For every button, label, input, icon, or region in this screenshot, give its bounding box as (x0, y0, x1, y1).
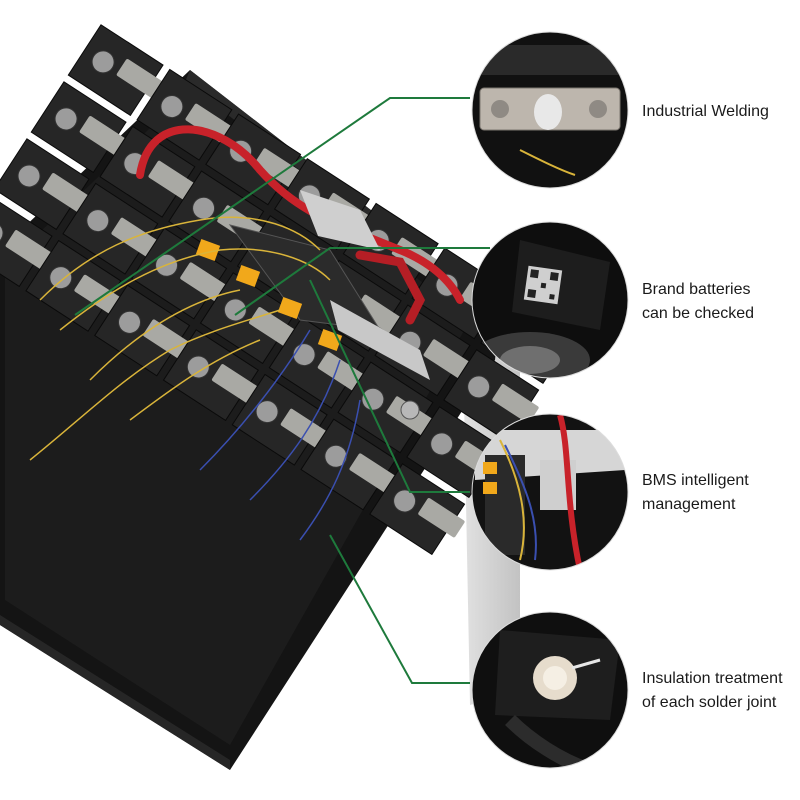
battery-cell (443, 349, 540, 442)
busbar-plate (280, 408, 328, 448)
red-power-cable (355, 250, 426, 325)
battery-cell (131, 227, 228, 320)
busbar-plate (116, 59, 164, 99)
callout-label-brand: Brand batteries can be checked (642, 278, 800, 326)
battery-cell (231, 373, 328, 466)
busbar-plate (180, 262, 227, 302)
busbar-plate (418, 498, 465, 538)
busbar-plate (317, 351, 365, 391)
sense-wires (29, 216, 361, 541)
busbar-plate (74, 274, 121, 315)
battery-cell (162, 329, 259, 422)
battery-cell (0, 138, 90, 231)
busbar-plate (354, 294, 402, 334)
battery-cell (67, 24, 164, 117)
busbar-plate (185, 103, 232, 143)
busbar-plate (143, 319, 190, 359)
leader-lines (74, 97, 490, 684)
callout-line: can be checked (642, 305, 755, 322)
callout-label-bms: BMS intelligent management (642, 469, 800, 517)
leader-line-brand (234, 247, 490, 316)
detail-circle-brand (471, 221, 629, 379)
busbar-plate (423, 339, 470, 379)
callout-line: Industrial Welding (642, 103, 769, 120)
leader-line-welding (74, 97, 470, 316)
detail-circle-bms (471, 413, 629, 571)
callout-line: BMS intelligent (642, 472, 749, 489)
callout-line: management (642, 496, 736, 513)
callout-line: Insulation treatment (642, 670, 783, 687)
leader-line-insulation (329, 534, 470, 684)
busbar-plate (5, 230, 52, 270)
red-power-cable (136, 125, 464, 304)
busbar-plate (148, 160, 195, 200)
busbar-plate (349, 453, 396, 493)
terminal-bolt (400, 400, 420, 420)
callout-label-welding: Industrial Welding (642, 100, 800, 124)
detail-circle-welding (471, 31, 629, 189)
busbar-plate (211, 364, 259, 404)
battery-cell (25, 239, 122, 332)
callout-label-insulation: Insulation treatment of each solder join… (642, 667, 800, 715)
detail-circle-insulation (471, 611, 629, 769)
battery-cell (30, 81, 127, 174)
callout-line: Brand batteries (642, 281, 751, 298)
battery-cell (0, 195, 53, 288)
busbar-plate (254, 148, 301, 188)
battery-cell (369, 463, 466, 556)
busbar-plate (42, 173, 89, 213)
busbar-plate (79, 116, 127, 156)
battery-cell (136, 68, 233, 161)
busbar-plate (492, 384, 539, 424)
battery-cell (300, 418, 397, 511)
callout-line: of each solder joint (642, 694, 777, 711)
leader-line-bms (309, 279, 470, 493)
